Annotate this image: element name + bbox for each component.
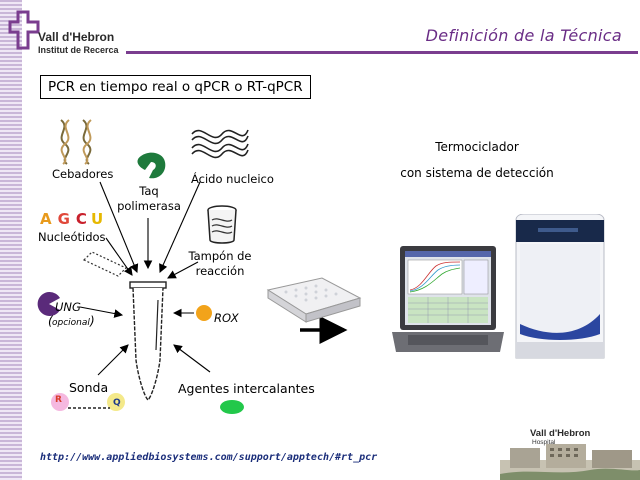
ung-enzyme-icon [37,291,60,316]
pcr-tube-icon [129,281,167,401]
section-title: PCR en tiempo real o qPCR o RT-qPCR [40,75,311,99]
institute-logo-icon [8,10,40,50]
nucleotide-a: A [40,210,52,228]
buffer-label-line2: reacción [195,264,245,278]
rox-dye-icon [196,305,212,321]
nucleic-acid-icon [191,129,249,159]
side-stripe [0,0,22,480]
ung-label: UNG [55,300,81,314]
primers-label: Cebadores [52,167,114,181]
probe-quencher-label: Q [113,398,121,408]
reaction-plate-icon [266,277,362,323]
nucleic-acid-label: Ácido nucleico [191,172,274,186]
source-link[interactable]: http://www.appliedbiosystems.com/support… [40,452,378,463]
hospital-subtitle: Hospital [532,439,556,446]
nucleotide-g: G [57,210,70,228]
buffer-label-line1: Tampón de [188,249,252,263]
taq-polymerase-icon [137,152,166,179]
nucleotides-label: Nucleótidos [38,230,106,244]
hospital-name: Vall d'Hebron [530,428,591,439]
intercalating-agent-icon [220,400,244,414]
intercalating-label: Agentes intercalantes [178,381,315,396]
buffer-beaker-icon [207,205,237,244]
probe-label: Sonda [69,380,109,395]
nucleotide-u: U [90,210,104,228]
probe-icon [51,393,125,411]
logo-subtitle: Institut de Recerca [38,45,119,55]
nucleotide-c: C [75,210,87,228]
page-title: Definición de la Técnica [425,26,622,45]
thermocycler-machine-icon [515,214,605,359]
header-divider [126,51,638,54]
rox-label: ROX [214,311,239,325]
optional-open-paren: ( [48,314,53,328]
logo-name: Vall d'Hebron [38,30,115,44]
laptop-icon [392,246,504,352]
primers-icon [60,119,92,165]
taq-label-line1: Taq [139,184,159,198]
thermocycler-label-line2: con sistema de detección [400,166,554,180]
thermocycler-label-line1: Termociclador [435,140,519,154]
optional-label: opcional [52,318,90,328]
probe-reporter-label: R [55,395,62,405]
optional-close-paren: ) [90,314,95,328]
taq-label-line2: polimerasa [117,199,181,213]
hospital-photo-icon [500,444,640,480]
